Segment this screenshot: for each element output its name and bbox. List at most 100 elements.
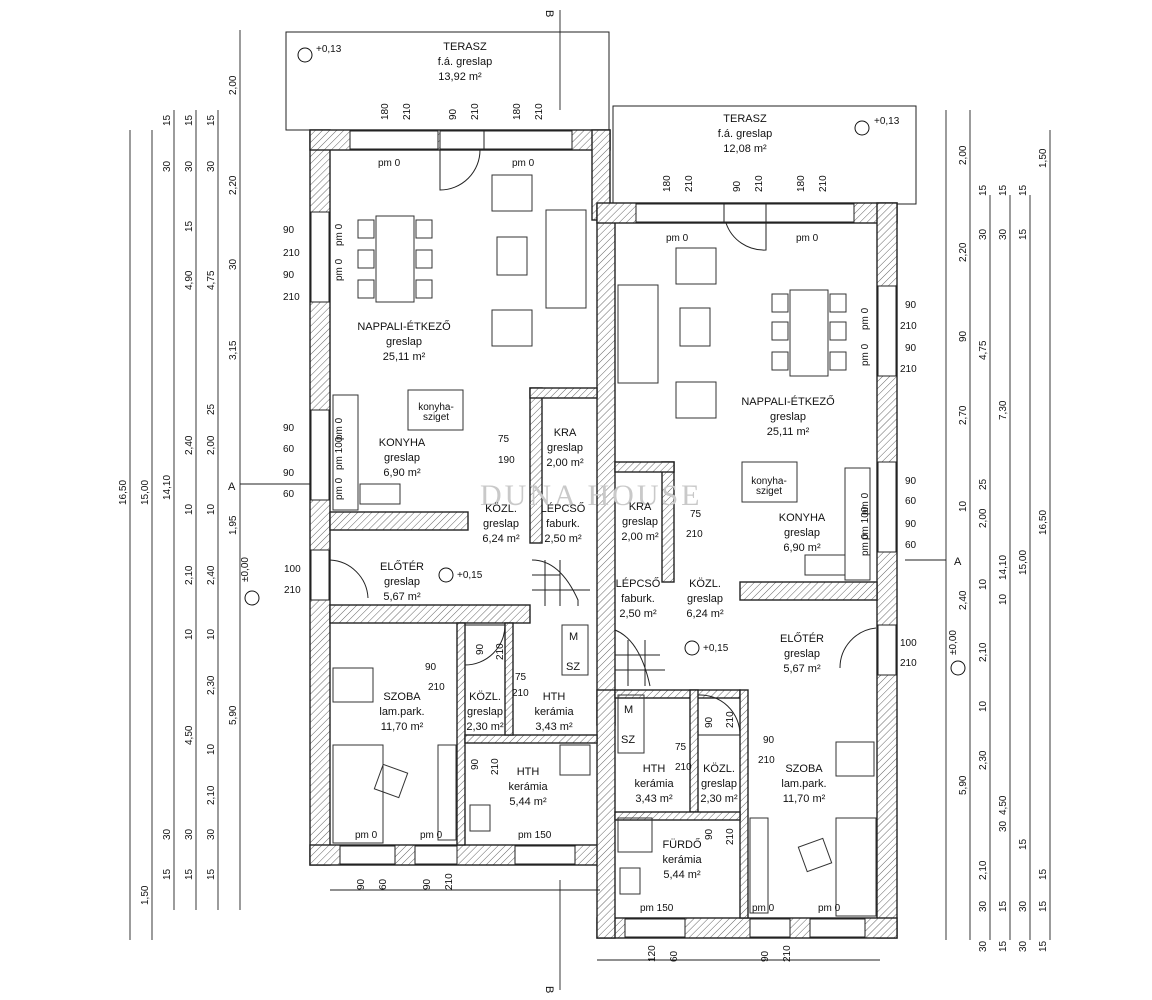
- island-label-left: konyha-sziget: [418, 402, 454, 423]
- opening-label: 210: [725, 828, 736, 845]
- dimension-label: 10: [206, 743, 217, 755]
- section-mark-b-top: B: [543, 10, 555, 17]
- level-marker-icon: [854, 120, 870, 136]
- opening-label: 210: [490, 758, 501, 775]
- dimension-label: 30: [978, 900, 989, 912]
- dimension-label: 15,00: [140, 480, 151, 505]
- opening-label: 210: [782, 945, 793, 962]
- dimension-label: 30: [978, 228, 989, 240]
- pm-label: pm 0: [796, 233, 819, 244]
- dimension-label: 30: [978, 940, 989, 952]
- dimension-label: 15: [184, 220, 195, 232]
- level-hall-right: +0,15: [703, 643, 729, 654]
- opening-label: 210: [900, 364, 917, 375]
- section-mark-b-bottom: B: [543, 986, 555, 993]
- dimension-label: 2,10: [206, 785, 217, 805]
- opening-label: 190: [498, 455, 515, 466]
- dimension-label: 15,00: [1018, 550, 1029, 575]
- level-hall-left: +0,15: [457, 570, 483, 581]
- dimension-label: 90: [958, 330, 969, 342]
- dimension-label: 15: [162, 114, 173, 126]
- dimension-label: 1,50: [1038, 148, 1049, 168]
- dimension-label: 10: [978, 700, 989, 712]
- opening-label: 60: [283, 444, 295, 455]
- level-terrace-right: +0,13: [874, 116, 900, 127]
- opening-label: 90: [470, 758, 481, 770]
- dimension-label: 15: [1018, 184, 1029, 196]
- level-marker-icon: [297, 47, 313, 63]
- opening-label: 210: [283, 292, 300, 303]
- dimension-label: 15: [206, 868, 217, 880]
- pm-label: pm 0: [752, 903, 775, 914]
- dimension-label: 2,10: [184, 565, 195, 585]
- dimension-label: 2,00: [978, 508, 989, 528]
- opening-label: 90: [905, 476, 917, 487]
- dimension-label: 15: [1038, 940, 1049, 952]
- opening-label: 90: [283, 225, 295, 236]
- dimension-label: 2,10: [978, 860, 989, 880]
- opening-label: 180: [380, 103, 391, 120]
- dimension-label: 10: [184, 628, 195, 640]
- opening-label: 210: [495, 643, 506, 660]
- pm-labels: pm 0 pm 0 pm 0 pm 0 pm 0 pm 0 pm 0 pm 0 …: [334, 158, 871, 914]
- pm-label: pm 0: [334, 477, 345, 500]
- dimension-label: 15: [184, 114, 195, 126]
- pm-label: pm 0: [666, 233, 689, 244]
- opening-label: 210: [402, 103, 413, 120]
- dimension-label: 5,90: [228, 705, 239, 725]
- opening-label: 210: [428, 682, 445, 693]
- openings: [310, 130, 897, 938]
- dimension-label: 30: [228, 258, 239, 270]
- dimension-label: 2,00: [228, 75, 239, 95]
- section-mark-a-left: A: [228, 481, 236, 493]
- opening-label: 90: [283, 468, 295, 479]
- opening-label: 90: [760, 950, 771, 962]
- opening-label: 210: [283, 248, 300, 259]
- dimension-label: 30: [162, 160, 173, 172]
- opening-label: 210: [470, 103, 481, 120]
- opening-label: 210: [818, 175, 829, 192]
- dimension-label: 4,90: [184, 270, 195, 290]
- opening-label: 210: [900, 321, 917, 332]
- dimension-label: 5,90: [958, 775, 969, 795]
- opening-label: 210: [512, 688, 529, 699]
- opening-label: 75: [675, 742, 687, 753]
- opening-label: 90: [283, 423, 295, 434]
- opening-label: 90: [704, 828, 715, 840]
- label-m-right: M: [624, 704, 633, 716]
- section-marks: B B A A M SZ M SZ: [228, 10, 962, 993]
- island-label-right: konyha-sziget: [751, 476, 787, 497]
- opening-label: 75: [515, 672, 527, 683]
- dimension-label: 15: [1038, 900, 1049, 912]
- opening-label: 90: [475, 643, 486, 655]
- pm-label: pm 100: [334, 436, 345, 470]
- label-sz-right: SZ: [621, 734, 635, 746]
- dimension-label: 25: [978, 478, 989, 490]
- opening-label: 210: [284, 585, 301, 596]
- dimension-label: 30: [1018, 900, 1029, 912]
- dimension-label: 30: [184, 160, 195, 172]
- level-marker-icon: [950, 660, 966, 676]
- dimension-label: 2,30: [978, 750, 989, 770]
- dimension-label: 15: [206, 114, 217, 126]
- label-m-left: M: [569, 631, 578, 643]
- dimension-label: 14,10: [998, 555, 1009, 580]
- level-entry-left: ±0,00: [240, 557, 251, 582]
- opening-label: 60: [669, 950, 680, 962]
- dimension-label: 1,50: [140, 885, 151, 905]
- dimension-label: 30: [998, 228, 1009, 240]
- dimension-label: 15: [998, 900, 1009, 912]
